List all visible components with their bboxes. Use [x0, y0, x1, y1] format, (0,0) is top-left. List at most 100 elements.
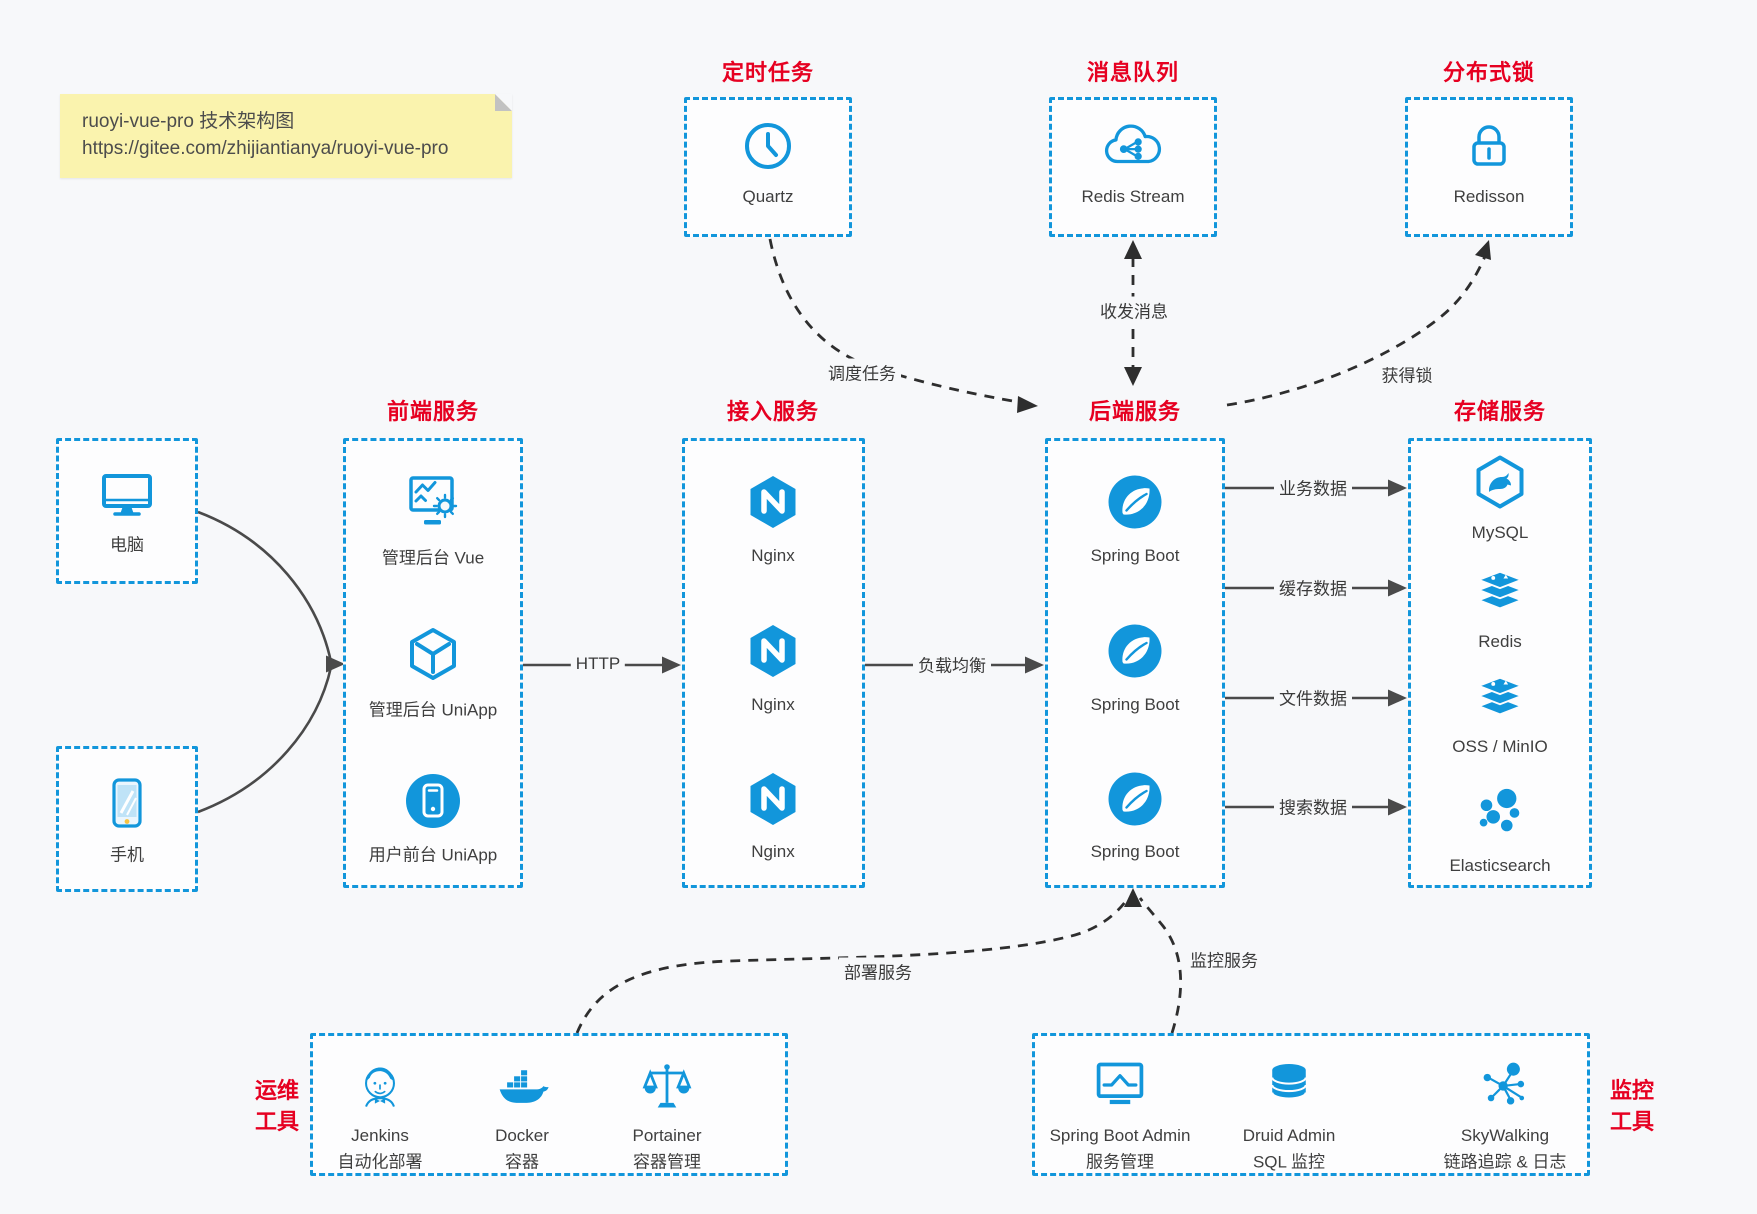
storage-box	[1408, 438, 1592, 888]
node-label-pc: 电脑	[110, 535, 144, 555]
node-label-docker: Docker	[495, 1126, 549, 1145]
nginx-icon	[744, 622, 802, 680]
deploy-curve	[575, 897, 1130, 1034]
spring-icon	[1106, 473, 1164, 531]
node-label-redis-stream: Redis Stream	[1081, 187, 1185, 206]
ops-box	[310, 1033, 788, 1176]
docker-icon	[494, 1060, 550, 1114]
jenkins-icon	[353, 1060, 407, 1114]
edge-label-monitor: 监控服务	[1185, 945, 1263, 973]
lock-box	[1405, 97, 1573, 237]
druid-icon	[1262, 1058, 1316, 1112]
edge-label-cache-data: 缓存数据	[1274, 573, 1352, 601]
node-label-oss-minio: OSS / MinIO	[1452, 737, 1548, 756]
frontend-arrowhead	[326, 655, 345, 673]
note-url: https://gitee.com/zhijiantianya/ruoyi-vu…	[82, 138, 449, 159]
spring-icon	[1106, 770, 1164, 828]
edge-label-load-balance: 负载均衡	[913, 650, 991, 678]
load-balance-arrowhead	[1025, 656, 1044, 674]
node-desc-boot-admin: 服务管理	[1086, 1152, 1154, 1172]
group-title-gateway: 接入服务	[726, 399, 820, 424]
node-label-nginx-1: Nginx	[751, 546, 795, 565]
node-desc-docker: 容器	[505, 1152, 539, 1172]
clock-icon	[740, 118, 796, 174]
uniapp-cube-icon	[404, 625, 462, 683]
lock-curve	[1226, 253, 1488, 407]
message-up-arrowhead	[1124, 240, 1142, 259]
node-label-redis: Redis	[1478, 632, 1522, 651]
node-label-nginx-2: Nginx	[751, 695, 795, 714]
nginx-icon	[744, 473, 802, 531]
deploy-monitor-arrowhead	[1124, 888, 1142, 907]
nginx-icon	[744, 770, 802, 828]
node-label-druid: Druid Admin	[1242, 1126, 1336, 1145]
side-label-monitor-line2: 工具	[1609, 1109, 1655, 1134]
node-label-jenkins: Jenkins	[351, 1126, 409, 1145]
monitor-box	[1032, 1033, 1590, 1176]
node-label-springboot-3: Spring Boot	[1090, 842, 1180, 861]
node-label-redisson: Redisson	[1453, 187, 1525, 206]
sticky-note: ruoyi-vue-pro 技术架构图 https://gitee.com/zh…	[60, 94, 512, 178]
node-label-springboot-2: Spring Boot	[1090, 695, 1180, 714]
group-title-storage: 存储服务	[1453, 399, 1547, 424]
skywalking-icon	[1478, 1058, 1532, 1112]
mq-box	[1049, 97, 1217, 237]
file-data-arrowhead	[1388, 689, 1407, 707]
message-down-arrowhead	[1124, 367, 1142, 386]
edge-label-schedule: 调度任务	[823, 358, 901, 386]
desktop-icon	[98, 466, 156, 522]
edge-label-biz-data: 业务数据	[1274, 473, 1352, 501]
biz-data-arrowhead	[1388, 479, 1407, 497]
group-title-scheduler: 定时任务	[721, 60, 815, 85]
group-title-frontend: 前端服务	[386, 399, 480, 424]
http-arrowhead	[662, 656, 681, 674]
node-label-phone: 手机	[110, 845, 144, 865]
group-title-mq: 消息队列	[1086, 60, 1180, 85]
oss-icon	[1472, 669, 1528, 725]
cache-data-arrowhead	[1388, 579, 1407, 597]
node-label-springboot-1: Spring Boot	[1090, 546, 1180, 565]
node-label-boot-admin: Spring Boot Admin	[1049, 1126, 1191, 1145]
pc-to-frontend-line	[197, 510, 333, 663]
node-desc-skywalking: 链路追踪 & 日志	[1443, 1152, 1567, 1172]
edge-label-lock: 获得锁	[1376, 360, 1438, 388]
portainer-icon	[640, 1060, 694, 1114]
user-app-icon	[404, 772, 462, 830]
node-desc-jenkins: 自动化部署	[337, 1152, 423, 1172]
monitor-curve	[1138, 897, 1182, 1034]
admin-vue-icon	[404, 470, 462, 528]
node-label-user-uniapp: 用户前台 UniApp	[368, 845, 498, 865]
mysql-icon	[1471, 453, 1529, 511]
lock-icon	[1461, 117, 1517, 173]
node-desc-druid: SQL 监控	[1252, 1152, 1326, 1172]
schedule-arrowhead	[1017, 396, 1038, 413]
phone-icon	[99, 775, 155, 831]
spring-icon	[1106, 622, 1164, 680]
search-data-arrowhead	[1388, 798, 1407, 816]
note-title: ruoyi-vue-pro 技术架构图	[82, 111, 295, 132]
node-label-admin-vue: 管理后台 Vue	[381, 548, 485, 568]
redis-icon	[1472, 563, 1528, 619]
node-label-admin-uniapp: 管理后台 UniApp	[368, 700, 498, 720]
phone-to-frontend-line	[197, 666, 333, 814]
node-label-skywalking: SkyWalking	[1460, 1126, 1550, 1145]
side-label-ops-line1: 运维	[254, 1078, 300, 1103]
edge-label-deploy: 部署服务	[839, 957, 917, 985]
group-title-lock: 分布式锁	[1442, 60, 1536, 85]
note-fold-cut	[495, 94, 512, 111]
side-label-monitor: 监控 工具	[1610, 1075, 1654, 1137]
edge-label-http: HTTP	[570, 653, 626, 675]
side-label-ops-line2: 工具	[254, 1109, 300, 1134]
boot-admin-icon	[1092, 1058, 1148, 1112]
group-title-backend: 后端服务	[1088, 399, 1182, 424]
node-label-portainer: Portainer	[632, 1126, 702, 1145]
edge-label-file-data: 文件数据	[1274, 683, 1352, 711]
node-label-elasticsearch: Elasticsearch	[1449, 856, 1551, 875]
side-label-ops: 运维 工具	[255, 1075, 299, 1137]
node-label-nginx-3: Nginx	[751, 842, 795, 861]
lock-arrowhead	[1475, 240, 1491, 260]
node-label-quartz: Quartz	[742, 187, 794, 206]
cloud-stream-icon	[1102, 120, 1164, 170]
